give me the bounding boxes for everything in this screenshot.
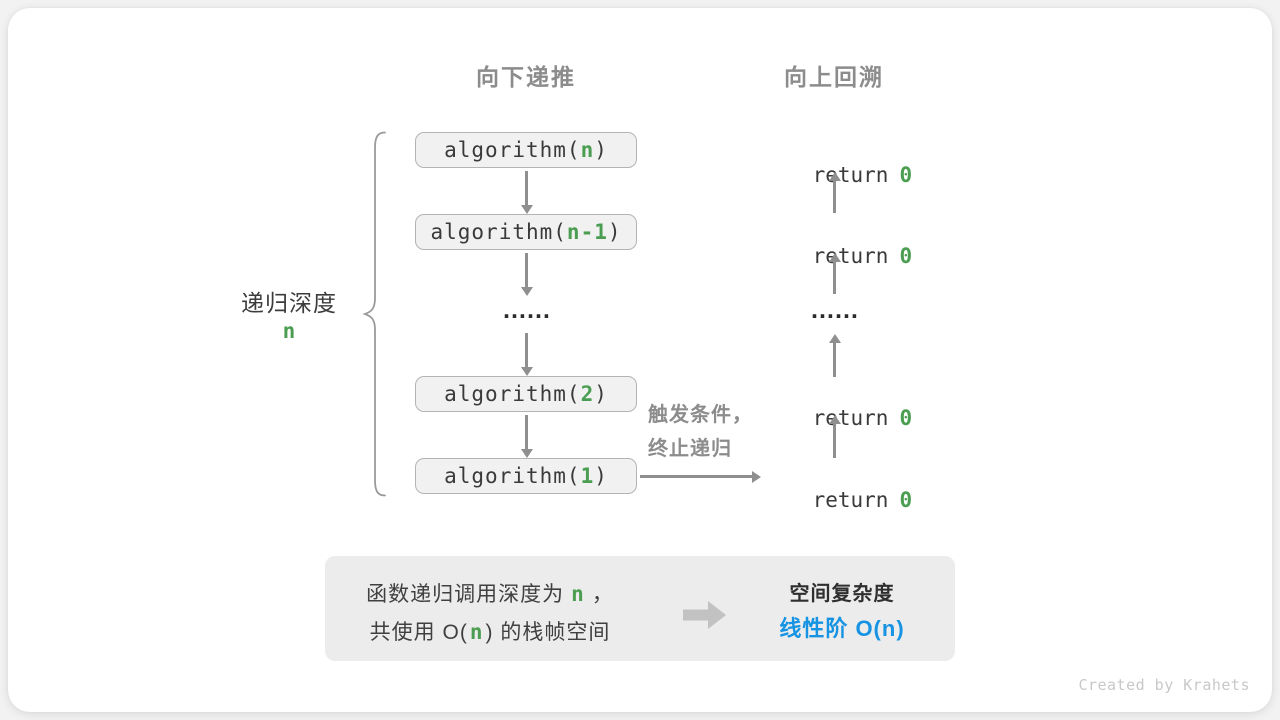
ellipsis: …… xyxy=(502,296,551,324)
base-case-note-line1: 触发条件， xyxy=(648,404,753,426)
return-value: 0 xyxy=(899,488,913,512)
base-case-arrow-icon xyxy=(640,475,752,478)
return-statement: return 0 xyxy=(762,464,913,512)
summary-l1-var: n xyxy=(571,582,585,606)
return-statement: return 0 xyxy=(762,220,913,268)
summary-l1-text: 函数递归调用深度为 xyxy=(366,583,565,606)
call-close: ) xyxy=(607,220,622,244)
return-value: 0 xyxy=(899,406,913,430)
call-frame-box: algorithm(1) xyxy=(415,458,637,494)
column-header-downward: 向下递推 xyxy=(476,64,576,90)
return-value: 0 xyxy=(899,244,913,268)
return-statement: return 0 xyxy=(762,382,913,430)
watermark: Created by Krahets xyxy=(1078,676,1250,694)
call-close: ) xyxy=(594,464,608,488)
summary-l2-var: n xyxy=(469,620,484,644)
column-header-upward: 向上回溯 xyxy=(784,64,884,90)
call-fn: algorithm( xyxy=(444,464,581,488)
summary-l2-text2: ) 的栈帧空间 xyxy=(485,621,611,644)
implies-arrow-icon xyxy=(683,601,726,629)
call-fn: algorithm( xyxy=(444,138,581,162)
ellipsis: …… xyxy=(810,296,859,324)
up-arrow-icon xyxy=(833,181,836,213)
call-frame-box: algorithm(2) xyxy=(415,376,637,412)
call-close: ) xyxy=(594,382,608,406)
down-arrow-icon xyxy=(525,171,528,205)
complexity-title: 空间复杂度 xyxy=(789,583,895,605)
depth-value: n xyxy=(282,319,296,343)
call-arg: n xyxy=(580,138,595,162)
down-arrow-icon xyxy=(525,333,528,367)
return-keyword: return xyxy=(812,163,889,187)
up-arrow-icon xyxy=(833,424,836,458)
return-keyword: return xyxy=(812,488,889,512)
call-frame-box: algorithm(n) xyxy=(415,132,637,168)
down-arrow-icon xyxy=(525,253,528,287)
call-arg: n-1 xyxy=(566,220,608,244)
call-frame-box: algorithm(n-1) xyxy=(415,214,637,250)
return-statement: return 0 xyxy=(762,139,913,187)
up-arrow-icon xyxy=(833,262,836,294)
call-arg: 1 xyxy=(580,464,595,488)
base-case-note-line2: 终止递归 xyxy=(648,438,732,460)
up-arrow-icon xyxy=(833,343,836,377)
call-fn: algorithm( xyxy=(430,220,567,244)
return-keyword: return xyxy=(812,244,889,268)
summary-l1-punct: ， xyxy=(591,583,614,606)
call-fn: algorithm( xyxy=(444,382,581,406)
return-keyword: return xyxy=(812,406,889,430)
summary-l2-text: 共使用 O( xyxy=(369,621,468,644)
depth-label: 递归深度 xyxy=(241,290,337,316)
down-arrow-icon xyxy=(525,415,528,449)
return-value: 0 xyxy=(899,163,913,187)
call-arg: 2 xyxy=(580,382,595,406)
complexity-value: 线性阶 O(n) xyxy=(779,616,905,641)
depth-brace-icon xyxy=(362,131,386,497)
call-close: ) xyxy=(594,138,608,162)
